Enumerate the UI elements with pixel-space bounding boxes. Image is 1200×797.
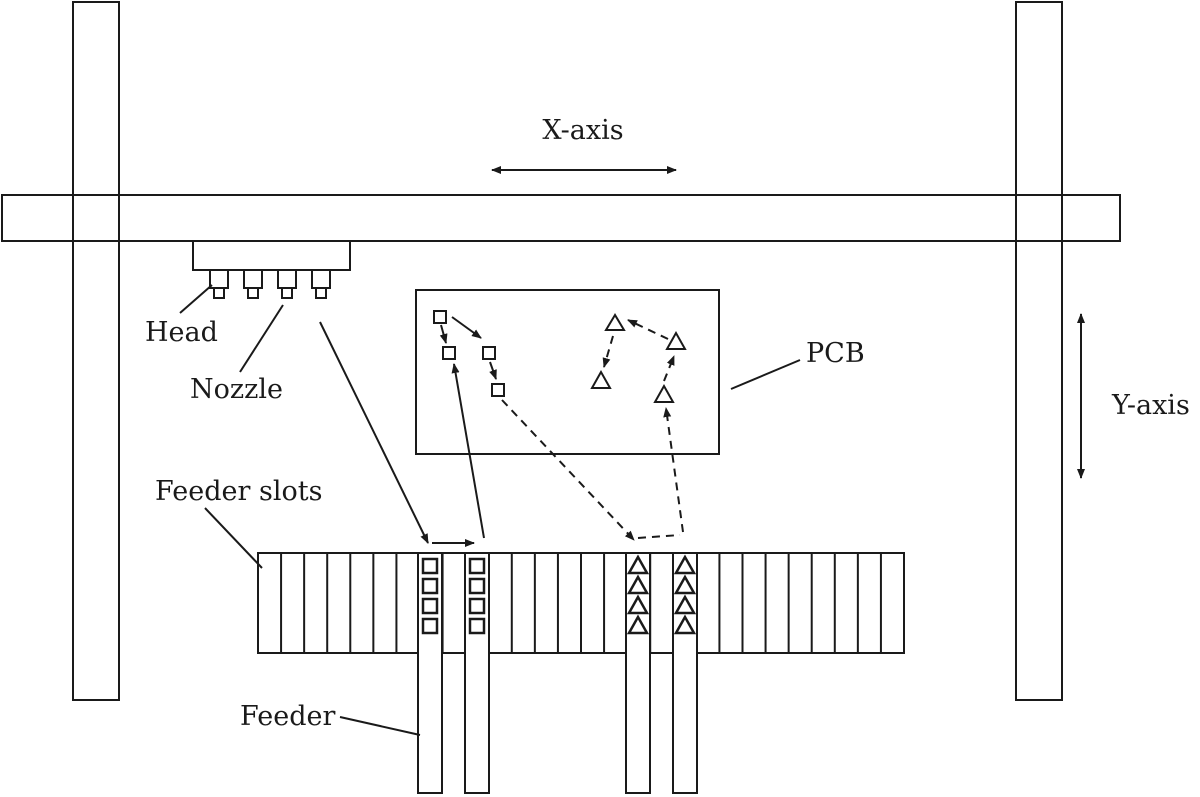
path-triangle-feeder-to-pcb [663, 407, 684, 533]
feeder-slots-leader-line [204, 507, 263, 569]
path-triangle-1-to-2 [627, 319, 669, 340]
feeder-triangle-component [626, 614, 650, 635]
pcb-triangle-component [653, 383, 675, 403]
feeder-square-component [421, 577, 439, 595]
head-body [192, 240, 351, 271]
pcb-square-component [491, 383, 505, 397]
pcb-square-component [433, 310, 447, 324]
pcb-square-component [442, 346, 456, 360]
nozzle-2 [243, 269, 263, 299]
placement-head [192, 240, 351, 299]
feeder-square-component [468, 617, 486, 635]
feeder-triangle-component [673, 554, 697, 575]
feeder-square-component [468, 557, 486, 575]
y-axis-label: Y-axis [1111, 390, 1190, 421]
right-gantry-column [1015, 1, 1063, 701]
path-triangle-2-to-3 [602, 335, 614, 368]
x-axis-label: X-axis [542, 115, 623, 146]
feeder-triangle-component [626, 594, 650, 615]
feeder-slots-label: Feeder slots [155, 476, 322, 507]
path-feeder-to-pcb [451, 363, 485, 539]
path-square-3-to-4 [489, 361, 497, 380]
pcb-triangle-component [590, 369, 612, 389]
left-gantry-column [72, 1, 120, 701]
pcb-label: PCB [806, 338, 865, 369]
nozzle-3 [277, 269, 297, 299]
feeder-square-component [468, 577, 486, 595]
feeder-label: Feeder [240, 701, 335, 732]
feeder-square-component [468, 597, 486, 615]
feeder-triangle-component [626, 574, 650, 595]
feeder-leader-line [339, 716, 421, 736]
feeder-square-component [421, 617, 439, 635]
path-triangle-3-to-4 [663, 355, 675, 382]
pcb-square-component [482, 346, 496, 360]
nozzle-label: Nozzle [190, 374, 283, 405]
pcb-triangle-component [665, 330, 687, 350]
nozzle-4 [311, 269, 331, 299]
pcb-triangle-component [604, 313, 626, 331]
feeder-triangle-component [626, 554, 650, 575]
pcb-board [415, 289, 720, 455]
nozzle-1 [209, 269, 229, 299]
path-nozzle-to-feeder [319, 321, 429, 544]
path-pcb-to-triangle-feeder [501, 399, 635, 541]
feeder-square-component [421, 597, 439, 615]
feeder-slot-bank [257, 552, 905, 654]
nozzle-leader-line [239, 304, 284, 373]
path-between-triangle-feeders [637, 534, 681, 539]
head-leader-line [179, 284, 213, 314]
pcb-leader-line [730, 359, 801, 390]
feeder-triangle-component [673, 614, 697, 635]
head-label: Head [145, 317, 218, 348]
feeder-triangle-component [673, 574, 697, 595]
path-square-1-to-2 [451, 316, 482, 339]
feeder-square-component [421, 557, 439, 575]
path-square-2-to-3 [439, 324, 448, 344]
feeder-triangle-component [673, 594, 697, 615]
feeder-components [421, 554, 697, 635]
x-axis-beam [1, 194, 1121, 242]
